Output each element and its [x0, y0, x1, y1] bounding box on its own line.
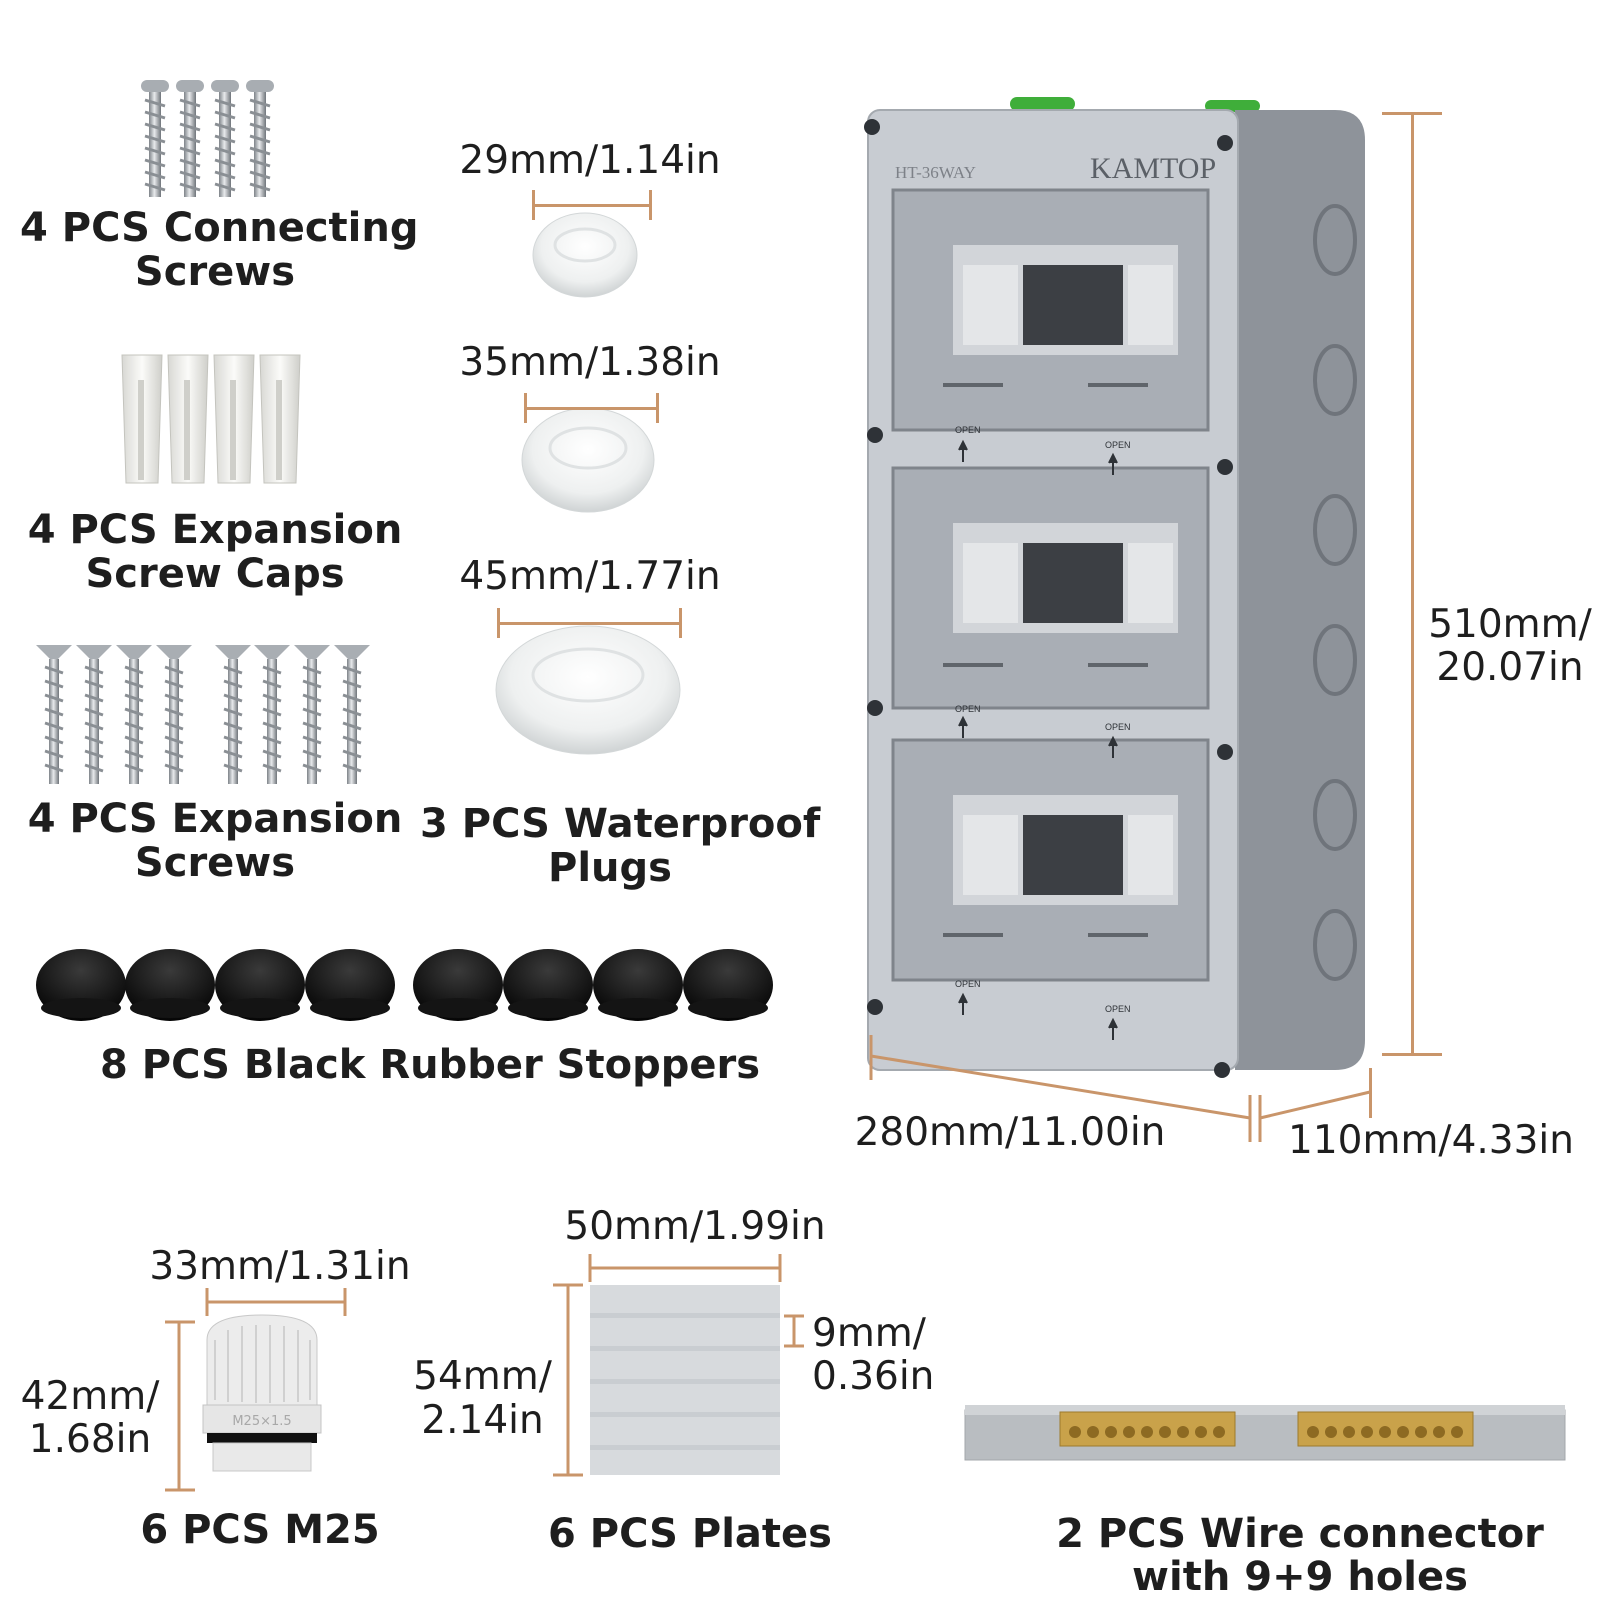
plug-medium-dimension: 35mm/1.38in	[459, 340, 721, 385]
plates-label: 6 PCS Plates	[548, 1511, 832, 1557]
box-height-dimension-line1: 510mm/	[1428, 602, 1592, 647]
m25-width-dimension: 33mm/1.31in	[149, 1244, 411, 1289]
plate-gap-dimension-line1: 9mm/	[812, 1311, 926, 1356]
expansion-screws-label-line1: 4 PCS Expansion	[27, 796, 403, 842]
gland-marking-text: M25×1.5	[232, 1414, 291, 1429]
plates-image	[590, 1285, 780, 1475]
open-label: OPEN	[955, 425, 981, 435]
expansion-caps-label-line2: Screw Caps	[85, 551, 345, 597]
open-label: OPEN	[1105, 440, 1131, 450]
wire-connector-label-line1: 2 PCS Wire connector	[1056, 1511, 1544, 1557]
brand-label: KAMTOP	[1090, 152, 1216, 185]
connecting-screws-label-line2: Screws	[134, 249, 296, 295]
waterproof-plugs-label-line1: 3 PCS Waterproof	[420, 801, 821, 847]
open-label: OPEN	[955, 979, 981, 989]
plate-width-dimension: 50mm/1.99in	[564, 1204, 826, 1249]
m25-height-dimension-line2: 1.68in	[28, 1417, 152, 1462]
wire-connector-image	[964, 1405, 1566, 1461]
waterproof-plugs-label-line2: Plugs	[548, 845, 672, 891]
expansion-caps-image	[121, 354, 301, 484]
m25-gland-image: M25×1.5	[202, 1314, 322, 1472]
plate-gap-dimension-line2: 0.36in	[812, 1354, 935, 1399]
box-height-dimension-line2: 20.07in	[1436, 645, 1584, 690]
open-label: OPEN	[1105, 722, 1131, 732]
box-width-dimension: 280mm/11.00in	[854, 1110, 1166, 1155]
model-label: HT-36WAY	[895, 163, 976, 182]
waterproof-plugs-image	[495, 212, 681, 755]
expansion-screws-image	[36, 645, 370, 784]
open-label: OPEN	[1105, 1004, 1131, 1014]
plug-small-dimension: 29mm/1.14in	[459, 138, 721, 183]
connecting-screws-image	[141, 80, 274, 197]
distribution-box-image: OPEN OPEN OPEN OPEN OPEN OPEN HT-36WAY K…	[864, 97, 1365, 1078]
rubber-stoppers-image	[36, 949, 773, 1021]
open-label: OPEN	[955, 704, 981, 714]
rubber-stoppers-label: 8 PCS Black Rubber Stoppers	[100, 1042, 760, 1088]
plate-height-dimension-line1: 54mm/	[413, 1354, 552, 1399]
plug-large-dimension: 45mm/1.77in	[459, 554, 721, 599]
m25-height-dimension-line1: 42mm/	[20, 1374, 160, 1419]
connecting-screws-label-line1: 4 PCS Connecting	[20, 205, 419, 251]
m25-label: 6 PCS M25	[140, 1507, 380, 1553]
expansion-caps-label-line1: 4 PCS Expansion	[27, 507, 403, 553]
expansion-screws-label-line2: Screws	[134, 840, 296, 886]
box-depth-dimension: 110mm/4.33in	[1288, 1118, 1574, 1163]
plate-height-dimension-line2: 2.14in	[421, 1398, 544, 1443]
wire-connector-label-line2: with 9+9 holes	[1132, 1554, 1468, 1600]
